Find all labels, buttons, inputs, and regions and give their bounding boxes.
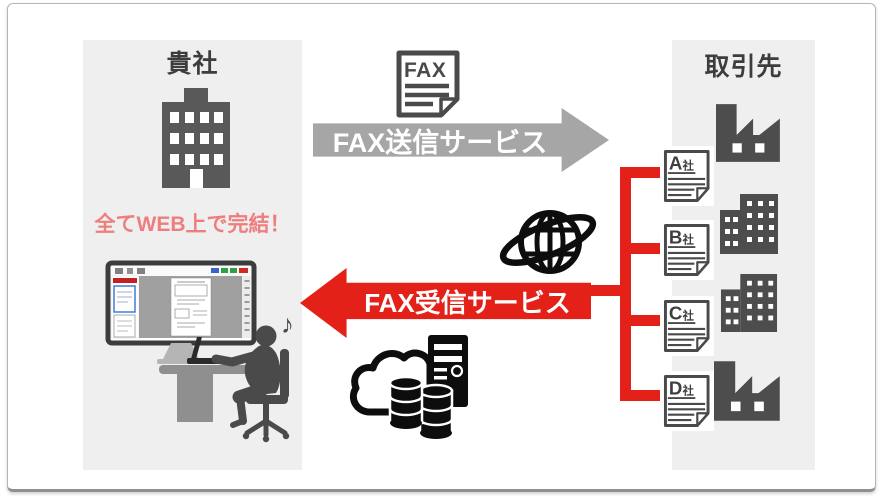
- office-tower-icon: [719, 194, 779, 254]
- partner-letter: C: [669, 303, 682, 324]
- person-at-computer-icon: ♪: [95, 255, 310, 465]
- partner-suffix: 社: [682, 384, 695, 398]
- partner-document-a: A 社: [660, 146, 714, 206]
- fax-label: FAX: [404, 59, 446, 82]
- partners-title: 取引先: [704, 53, 783, 81]
- factory-icon: [714, 361, 784, 421]
- factory-icon: [716, 104, 784, 162]
- partner-document-b: B 社: [660, 220, 714, 280]
- cloud-server-icon: [346, 330, 472, 445]
- receive-connector-lines: [580, 160, 680, 410]
- your-company-title: 貴社: [166, 50, 219, 78]
- person-icon: [211, 325, 281, 428]
- fax-send-label: FAX送信サービス: [332, 127, 548, 158]
- tagline-web-complete: 全てWEB上で完結！: [94, 213, 291, 236]
- partner-letter: A: [669, 153, 682, 174]
- partner-letter: B: [669, 227, 682, 248]
- chair-icon: [242, 349, 290, 443]
- partner-suffix: 社: [682, 159, 695, 173]
- fax-document-icon: FAX: [393, 50, 463, 118]
- fax-receive-label: FAX受信サービス: [364, 287, 571, 318]
- partner-suffix: 社: [682, 309, 695, 323]
- monitor-icon: [105, 260, 257, 364]
- office-tower-icon: [719, 274, 779, 332]
- partner-document-d: D 社: [660, 371, 714, 431]
- company-building-icon: [157, 88, 235, 188]
- partner-suffix: 社: [682, 233, 695, 247]
- globe-network-icon: [497, 196, 599, 284]
- music-note-icon: ♪: [281, 309, 294, 339]
- partner-letter: D: [669, 378, 682, 399]
- partner-document-c: C 社: [660, 296, 714, 356]
